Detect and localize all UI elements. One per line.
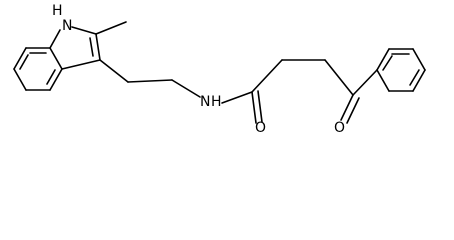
bond — [61, 59, 101, 70]
phenyl-ring — [376, 48, 426, 92]
ketone-oxygen: O — [334, 120, 345, 136]
bond — [171, 79, 201, 98]
bond — [221, 91, 253, 104]
amide-nh-hydrogen: H — [211, 94, 222, 110]
bond — [95, 33, 101, 61]
bond — [324, 59, 354, 96]
ketone-bond-second — [346, 97, 360, 124]
bond — [352, 69, 378, 96]
double-bond-inner — [19, 54, 29, 70]
chemical-structure-diagram: H N N H O O — [13, 3, 426, 136]
bond — [13, 47, 27, 70]
indole-pyrrole-ring — [49, 26, 101, 70]
bond — [412, 69, 426, 92]
bond — [251, 59, 283, 93]
carbonyl-bond — [251, 91, 257, 124]
amide-nitrogen: N — [200, 94, 210, 110]
carbonyl-bond-second — [257, 90, 263, 123]
methyl-bond — [95, 21, 127, 35]
ethyl-linker — [99, 59, 201, 98]
indole-benzene-ring — [13, 47, 63, 91]
double-bond-inner — [46, 69, 56, 85]
bond — [49, 47, 63, 70]
bond — [49, 29, 61, 49]
bond — [99, 59, 129, 83]
bond — [376, 69, 390, 92]
bond — [71, 26, 97, 35]
propanone-chain — [251, 59, 378, 124]
indole-nitrogen: N — [62, 18, 72, 34]
double-bond-inner — [89, 37, 94, 57]
double-bond-inner — [409, 69, 420, 86]
double-bond-inner — [382, 55, 393, 71]
bond — [49, 68, 63, 91]
bond — [127, 79, 173, 83]
amide-oxygen: O — [255, 120, 266, 136]
bond — [412, 48, 426, 71]
bond — [13, 68, 27, 91]
ketone-bond — [340, 94, 354, 121]
amide-group — [221, 90, 263, 124]
bond — [376, 48, 390, 71]
indole-nh-hydrogen: H — [52, 3, 63, 19]
